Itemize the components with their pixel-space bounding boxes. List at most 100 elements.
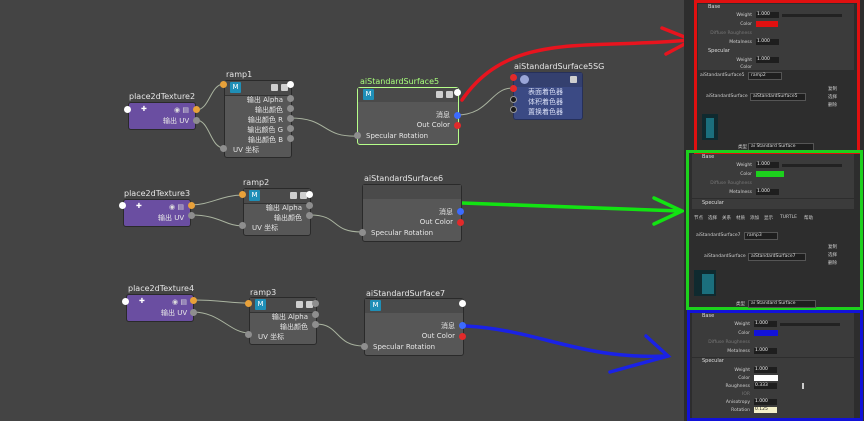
menu-display[interactable]: 显示 (764, 216, 773, 221)
port-dot[interactable] (239, 222, 246, 229)
shading-group-node[interactable]: 表面着色器 体积着色器 置换着色器 (513, 72, 583, 120)
texture-name-field[interactable]: ramp3 (744, 232, 778, 240)
anisotropy-value[interactable]: 1.000 (754, 399, 777, 405)
select-button[interactable]: 选择 (828, 253, 837, 258)
place2d-texture-node[interactable]: ✚ ◉ ▤ 输出 UV (128, 102, 196, 130)
spec-rotation-port-dot[interactable] (361, 343, 368, 350)
ramp-node[interactable]: M 输出 Alpha 输出颜色 UV 坐标 (249, 297, 317, 345)
roughness-slider-knob[interactable] (802, 383, 804, 389)
place2d-texture-node[interactable]: ✚ ◉ ▤ 输出 UV (126, 294, 194, 322)
menu-material[interactable]: 材质 (736, 216, 745, 221)
node-input-dot[interactable] (119, 202, 126, 209)
out-color-port-dot[interactable] (457, 219, 464, 226)
port-dot[interactable] (306, 202, 313, 209)
type-dropdown[interactable]: ai Standard Surface (748, 300, 816, 308)
uv-output-dot[interactable] (188, 212, 195, 219)
place2d-texture-node[interactable]: ✚ ◉ ▤ 输出 UV (123, 199, 191, 227)
node-input-dot[interactable] (245, 300, 252, 307)
port-dot[interactable] (287, 95, 294, 102)
color-swatch[interactable] (756, 21, 778, 27)
delete-button[interactable]: 删除 (828, 261, 837, 266)
color-swatch[interactable] (756, 171, 784, 177)
message-port-dot[interactable] (454, 112, 461, 119)
node-toggle-button[interactable] (436, 91, 443, 98)
metalness-value[interactable]: 1.000 (756, 39, 779, 45)
surface-name-field[interactable]: aiStandardSurface7 (748, 253, 806, 261)
port-dot[interactable] (287, 115, 294, 122)
spec-rotation-port-dot[interactable] (354, 132, 361, 139)
node-output-dot[interactable] (193, 106, 200, 113)
port-dot[interactable] (312, 311, 319, 318)
node-output-dot[interactable] (459, 300, 466, 307)
node-toggle-button[interactable] (296, 301, 303, 308)
select-button[interactable]: 选择 (828, 95, 837, 100)
node-input-dot[interactable] (124, 106, 131, 113)
port-dot[interactable] (312, 321, 319, 328)
uv-output-dot[interactable] (190, 309, 197, 316)
port-dot[interactable] (287, 135, 294, 142)
node-layout-button[interactable] (306, 301, 313, 308)
sg-surface-dot[interactable] (510, 85, 517, 92)
ai-standard-surface-node[interactable]: 消息 Out Color Specular Rotation (362, 184, 462, 242)
spec-weight-value[interactable]: 1.000 (756, 57, 779, 63)
node-layout-button[interactable] (300, 192, 307, 199)
node-header-buttons[interactable]: ◉ ▤ (172, 298, 187, 306)
spec-weight-value[interactable]: 1.000 (754, 367, 777, 373)
spec-rotation-port-dot[interactable] (359, 229, 366, 236)
rotation-value[interactable]: 0.125 (754, 407, 777, 413)
weight-slider[interactable] (780, 323, 840, 326)
metalness-value[interactable]: 1.000 (754, 348, 777, 354)
ai-standard-surface-node[interactable]: M 消息 Out Color Specular Rotation (357, 87, 459, 145)
port-dot[interactable] (287, 105, 294, 112)
out-color-port-dot[interactable] (459, 333, 466, 340)
node-layout-button[interactable] (446, 91, 453, 98)
ramp-node[interactable]: M 输出 Alpha 输出颜色 输出颜色 R 输出颜色 G 输出颜色 B UV … (224, 80, 292, 158)
menu-add[interactable]: 添加 (750, 216, 759, 221)
weight-slider[interactable] (782, 14, 842, 17)
node-input-dot[interactable] (122, 298, 129, 305)
weight-value[interactable]: 1.000 (754, 321, 777, 327)
node-output-dot[interactable] (306, 191, 313, 198)
copy-button[interactable]: 复制 (828, 87, 837, 92)
port-dot[interactable] (245, 331, 252, 338)
texture-name-field[interactable]: ramp2 (748, 72, 782, 80)
port-dot[interactable] (306, 212, 313, 219)
node-toggle-button[interactable] (271, 84, 278, 91)
node-layout-button[interactable] (281, 84, 288, 91)
sg-volume-dot[interactable] (510, 96, 517, 103)
node-output-dot[interactable] (190, 297, 197, 304)
metalness-value[interactable]: 1.000 (756, 189, 779, 195)
menu-help[interactable]: 帮助 (804, 216, 813, 221)
node-output-dot[interactable] (287, 81, 294, 88)
delete-button[interactable]: 删除 (828, 103, 837, 108)
copy-button[interactable]: 复制 (828, 245, 837, 250)
node-editor-canvas[interactable]: place2dTexture2 ✚ ◉ ▤ 输出 UV ramp1 M 输出 A… (0, 0, 684, 421)
roughness-value[interactable]: 0.333 (754, 383, 777, 389)
out-color-port-dot[interactable] (454, 122, 461, 129)
weight-slider[interactable] (782, 164, 842, 167)
node-output-dot[interactable] (188, 202, 195, 209)
weight-value[interactable]: 1.000 (756, 162, 779, 168)
node-layout-button[interactable] (570, 76, 577, 83)
color-swatch[interactable] (754, 330, 778, 336)
node-input-dot[interactable] (239, 191, 246, 198)
menu-select[interactable]: 选择 (708, 216, 717, 221)
menu-turtle[interactable]: TURTLE (780, 215, 797, 220)
surface-name-field[interactable]: aiStandardSurface5 (750, 93, 806, 101)
node-toggle-button[interactable] (290, 192, 297, 199)
menu-node[interactable]: 节点 (694, 216, 703, 221)
weight-value[interactable]: 1.000 (756, 12, 779, 18)
node-header-buttons[interactable]: ◉ ▤ (174, 106, 189, 114)
node-header-buttons[interactable]: ◉ ▤ (169, 203, 184, 211)
menu-relation[interactable]: 关系 (722, 216, 731, 221)
node-output-dot[interactable] (454, 89, 461, 96)
sg-input-dot[interactable] (510, 74, 517, 81)
port-dot[interactable] (220, 145, 227, 152)
node-output-dot[interactable] (312, 300, 319, 307)
spec-color-swatch[interactable] (754, 375, 778, 381)
uv-output-dot[interactable] (193, 117, 200, 124)
message-port-dot[interactable] (457, 208, 464, 215)
ramp-node[interactable]: M 输出 Alpha 输出颜色 UV 坐标 (243, 188, 311, 236)
sg-displacement-dot[interactable] (510, 106, 517, 113)
message-port-dot[interactable] (459, 322, 466, 329)
